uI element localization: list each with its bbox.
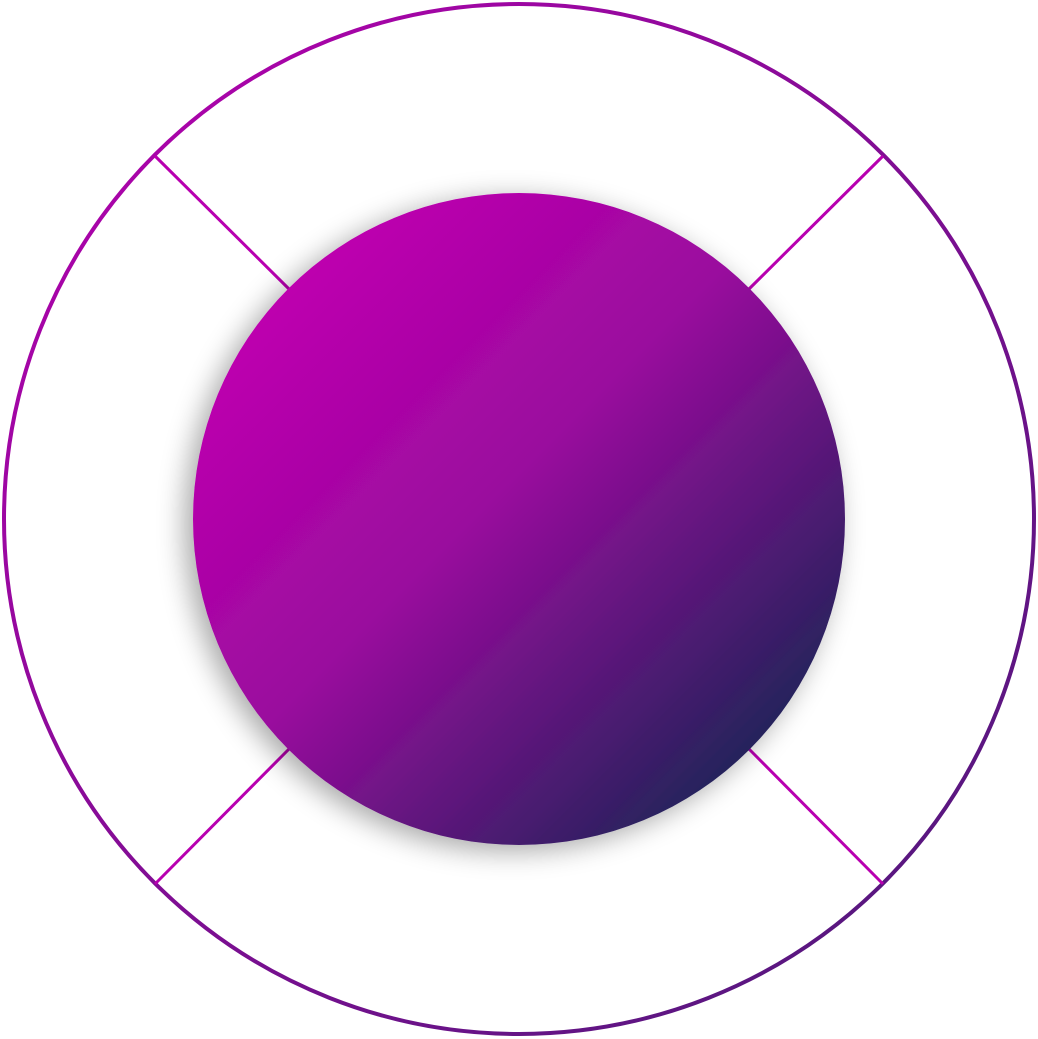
- center-disc: [193, 193, 845, 845]
- divider-bottom-left: [153, 747, 291, 886]
- divider-top-right: [747, 154, 885, 291]
- divider-bottom-right: [747, 747, 885, 886]
- divider-top-left: [153, 154, 291, 291]
